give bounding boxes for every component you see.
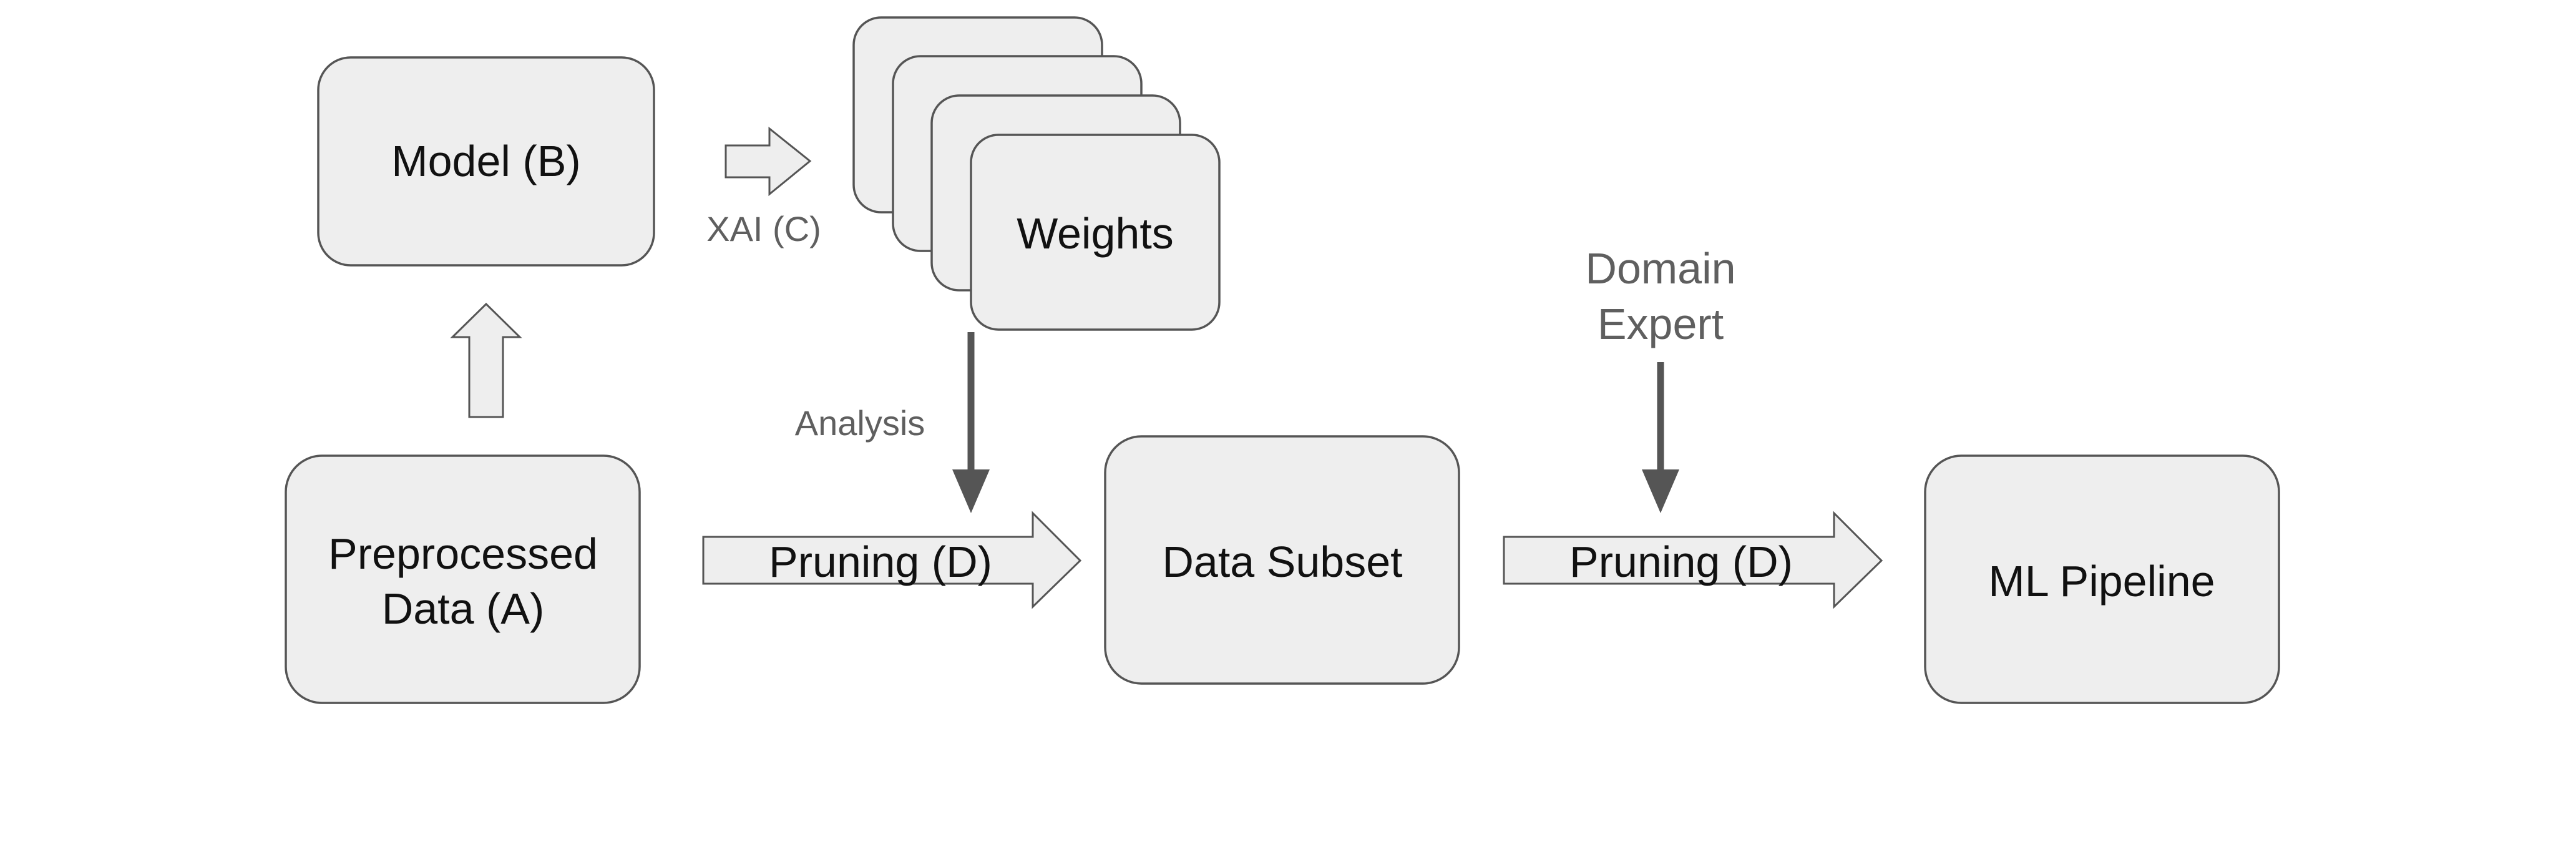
xai-edge: XAI (C) [706, 126, 821, 248]
preprocessed-label-line2: Data (A) [382, 584, 545, 633]
pruning-arrow-1 [702, 511, 1082, 609]
model-node: Model (B) [317, 56, 655, 267]
domain-expert-edge: Domain Expert [1585, 244, 1736, 513]
domain-expert-arrow-head [1642, 469, 1679, 513]
pruning-label-1: Pruning (D) [769, 537, 992, 586]
weights-label: Weights [1017, 209, 1174, 258]
pruning-label-2: Pruning (D) [1569, 537, 1793, 586]
pruning-edge-2: Pruning (D) [1503, 511, 1883, 609]
up-arrow-data-to-model [450, 302, 522, 418]
xai-label: XAI (C) [706, 209, 821, 248]
data-subset-label: Data Subset [1162, 537, 1402, 586]
ml-pipeline-label: ML Pipeline [1988, 557, 2215, 606]
weights-card-front [970, 134, 1221, 331]
preprocessed-label-line1: Preprocessed [328, 529, 598, 578]
data-subset-node: Data Subset [1104, 435, 1460, 685]
weights-stack: Weights [852, 16, 1221, 331]
analysis-arrow-head [952, 469, 990, 513]
preprocessed-data-node: Preprocessed Data (A) [285, 454, 641, 704]
model-label: Model (B) [391, 137, 580, 185]
ml-pipeline-node: ML Pipeline [1924, 454, 2280, 704]
pruning-edge-1: Pruning (D) [702, 511, 1082, 609]
pruning-arrow-2 [1503, 511, 1883, 609]
domain-expert-label-line2: Expert [1598, 300, 1724, 348]
domain-expert-label-line1: Domain [1585, 244, 1735, 293]
analysis-label: Analysis [795, 403, 925, 443]
xai-arrow [724, 126, 812, 197]
analysis-edge: Analysis [795, 332, 990, 513]
